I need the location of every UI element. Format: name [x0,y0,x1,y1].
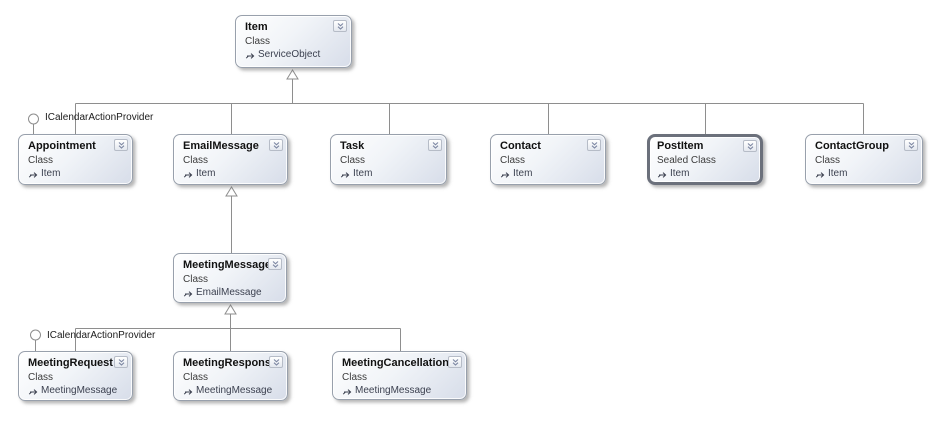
arrow-right-icon [815,170,825,179]
base-type-row: Item [28,168,126,180]
arrow-right-icon [183,289,193,298]
collapse-chevron-button[interactable] [587,139,601,151]
arrow-right-icon [28,387,38,396]
base-type-name: MeetingMessage [355,385,432,396]
class-kind: Class [183,274,209,285]
base-type-row: Item [815,168,916,180]
chevron-double-down-icon [747,142,753,150]
base-type-row: MeetingMessage [28,385,126,397]
base-type-name: Item [670,168,690,179]
class-node-meetingrequest[interactable]: MeetingRequest Class MeetingMessage [18,351,133,401]
class-kind: Class [183,372,209,383]
class-title: ContactGroup [815,140,889,152]
generalization-triangle-icon [225,186,238,197]
class-kind: Class [340,155,366,166]
base-type-name: Item [353,168,373,179]
arrow-right-icon [340,170,350,179]
chevron-double-down-icon [337,22,343,30]
class-node-item[interactable]: Item Class ServiceObject [235,15,352,68]
base-type-row: EmailMessage [183,287,280,299]
class-kind: Sealed Class [657,155,716,166]
base-type-row: MeetingMessage [183,385,281,397]
class-title: Contact [500,140,541,152]
class-title: MeetingMessage [183,259,272,271]
class-title: MeetingRequest [28,357,113,369]
arrow-right-icon [500,170,510,179]
chevron-double-down-icon [591,141,597,149]
class-node-meetingresponse[interactable]: MeetingResponse Class MeetingMessage [173,351,288,401]
arrow-right-icon [342,387,352,396]
collapse-chevron-button[interactable] [428,139,442,151]
class-kind: Class [28,372,54,383]
base-type-row: Item [183,168,281,180]
chevron-double-down-icon [273,358,279,366]
interface-lollipop-icon[interactable] [30,329,41,341]
base-type-row: ServiceObject [245,49,345,61]
class-node-postitem[interactable]: PostItem Sealed Class Item [647,134,763,185]
interface-label-icalendaractionprovider[interactable]: ICalendarActionProvider [47,330,156,341]
class-kind: Class [245,36,271,47]
interface-lollipop-icon[interactable] [28,113,39,125]
base-type-row: MeetingMessage [342,385,460,397]
arrow-right-icon [28,170,38,179]
class-title: Appointment [28,140,96,152]
class-node-appointment[interactable]: Appointment Class Item [18,134,133,185]
collapse-chevron-button[interactable] [743,140,757,152]
collapse-chevron-button[interactable] [114,139,128,151]
collapse-chevron-button[interactable] [448,356,462,368]
base-type-name: Item [196,168,216,179]
class-node-contact[interactable]: Contact Class Item [490,134,606,185]
collapse-chevron-button[interactable] [269,356,283,368]
chevron-double-down-icon [272,260,278,268]
base-type-name: ServiceObject [258,49,321,60]
base-type-name: MeetingMessage [41,385,118,396]
class-title: MeetingResponse [183,357,278,369]
arrow-right-icon [183,387,193,396]
collapse-chevron-button[interactable] [114,356,128,368]
class-kind: Class [183,155,209,166]
arrow-right-icon [657,170,667,179]
class-title: EmailMessage [183,140,259,152]
class-node-contactgroup[interactable]: ContactGroup Class Item [805,134,923,185]
chevron-double-down-icon [432,141,438,149]
class-kind: Class [815,155,841,166]
generalization-triangle-icon [224,304,237,315]
class-node-meetingcancellation[interactable]: MeetingCancellation Class MeetingMessage [332,351,467,400]
collapse-chevron-button[interactable] [269,139,283,151]
class-kind: Class [28,155,54,166]
collapse-chevron-button[interactable] [904,139,918,151]
chevron-double-down-icon [118,358,124,366]
collapse-chevron-button[interactable] [268,258,282,270]
base-type-name: Item [828,168,848,179]
class-title: MeetingCancellation [342,357,449,369]
base-type-name: Item [513,168,533,179]
collapse-chevron-button[interactable] [333,20,347,32]
chevron-double-down-icon [118,141,124,149]
base-type-row: Item [500,168,599,180]
class-title: Item [245,21,268,33]
base-type-row: Item [657,168,756,180]
class-kind: Class [342,372,368,383]
arrow-right-icon [183,170,193,179]
connector-lines [33,79,864,351]
base-type-name: EmailMessage [196,287,262,298]
class-node-emailmessage[interactable]: EmailMessage Class Item [173,134,288,185]
chevron-double-down-icon [273,141,279,149]
base-type-name: MeetingMessage [196,385,273,396]
class-title: Task [340,140,365,152]
chevron-double-down-icon [908,141,914,149]
base-type-name: Item [41,168,61,179]
arrow-right-icon [245,51,255,60]
class-node-meetingmessage[interactable]: MeetingMessage Class EmailMessage [173,253,287,303]
chevron-double-down-icon [452,358,458,366]
generalization-triangle-icon [286,69,299,80]
interface-label-icalendaractionprovider[interactable]: ICalendarActionProvider [45,112,154,123]
class-kind: Class [500,155,526,166]
base-type-row: Item [340,168,440,180]
class-title: PostItem [657,140,704,152]
class-node-task[interactable]: Task Class Item [330,134,447,185]
